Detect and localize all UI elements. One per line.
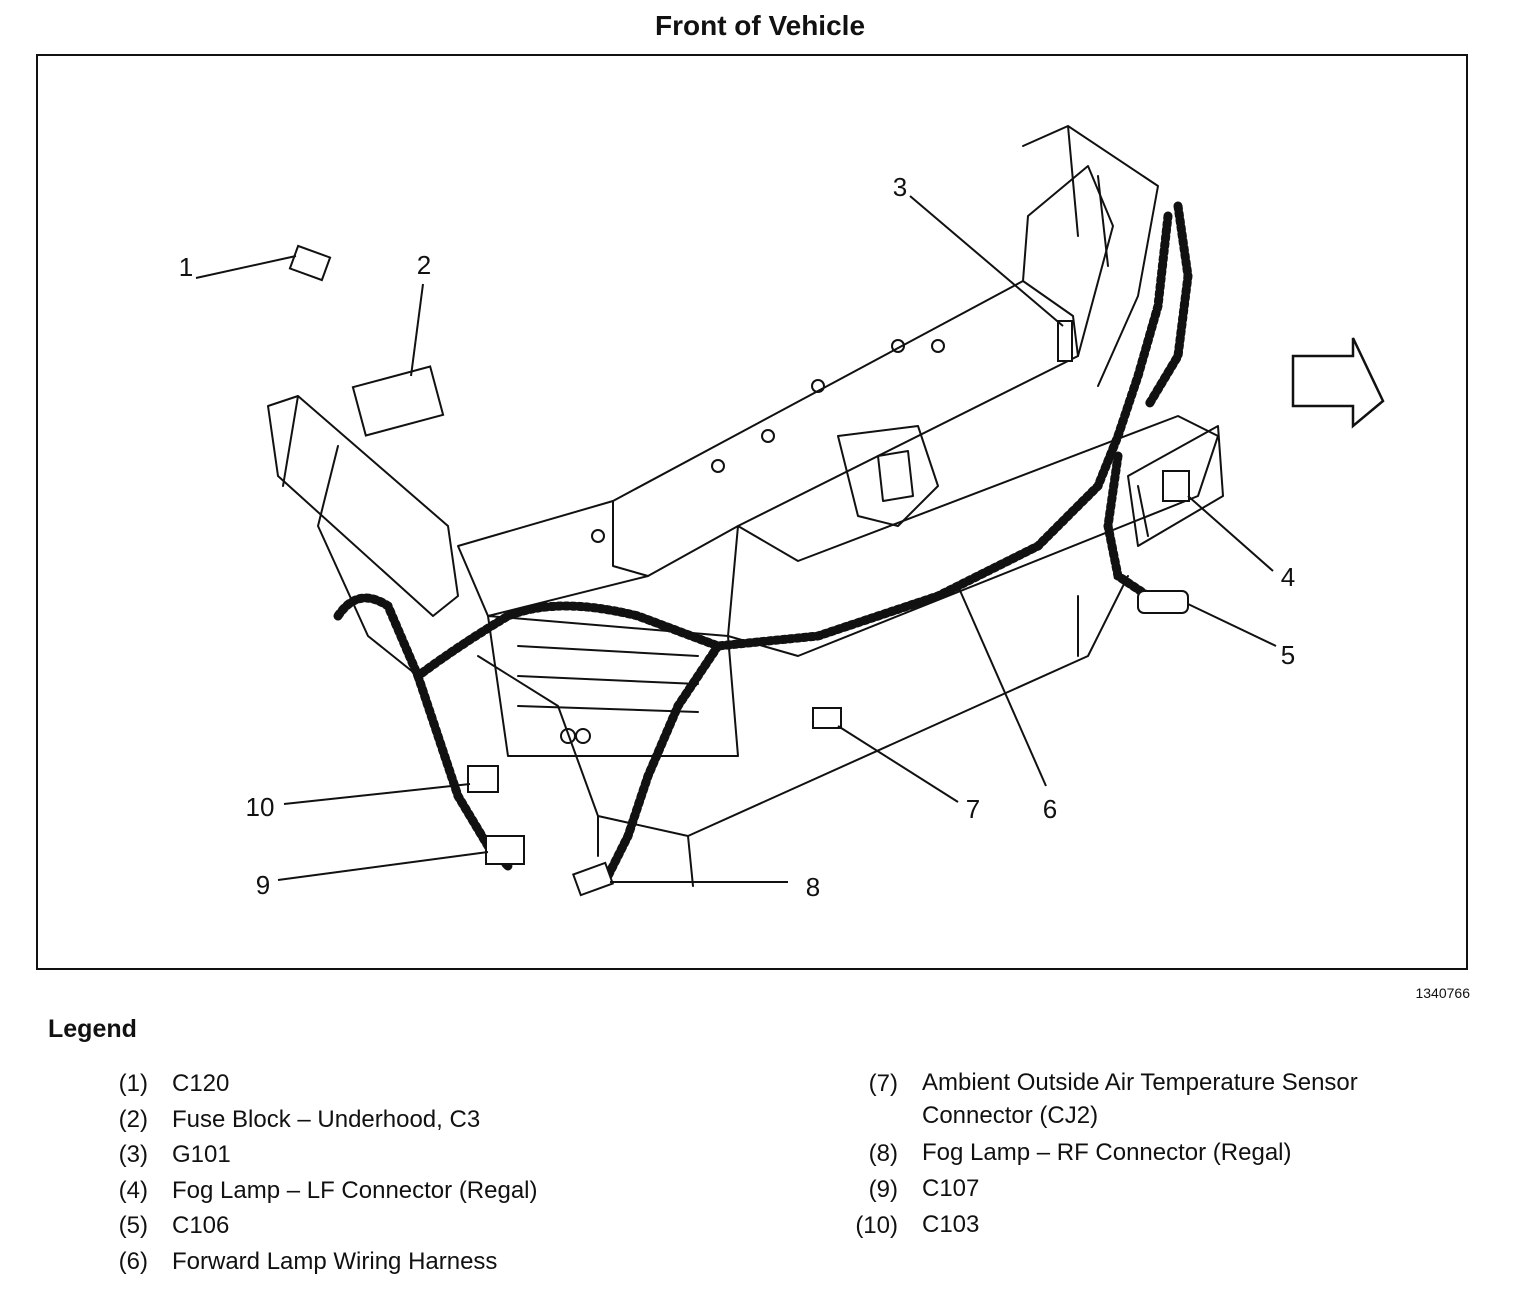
fuse-block-c3 — [351, 365, 445, 437]
direction-arrow — [1291, 337, 1385, 429]
right-bracket — [1127, 425, 1224, 547]
legend-number: (1) — [118, 1070, 148, 1097]
callout-4: 4 — [1281, 562, 1295, 592]
callout-8: 8 — [806, 872, 820, 902]
right-upright — [1022, 125, 1159, 387]
legend-text: C106 — [172, 1212, 230, 1239]
legend-text: Fuse Block – Underhood, C3 — [172, 1105, 481, 1133]
legend-number: (8) — [868, 1140, 898, 1167]
callout-3: 3 — [893, 172, 907, 202]
legend-item: (7) Ambient Outside Air Temperature Senso… — [840, 1066, 1480, 1132]
callout-2: 2 — [417, 250, 431, 280]
legend-item: (10) C103 — [840, 1208, 1480, 1244]
legend-text: Fog Lamp – LF Connector (Regal) — [172, 1176, 538, 1204]
lower-structure — [477, 575, 1129, 887]
legend-item: (6) Forward Lamp Wiring Harness — [100, 1244, 740, 1280]
harness-main — [333, 211, 1173, 684]
legend-text: C120 — [172, 1070, 230, 1097]
callout-10: 10 — [246, 792, 275, 822]
connector-c103 — [467, 765, 499, 793]
legend-text: Fog Lamp – RF Connector (Regal) — [922, 1139, 1292, 1166]
lower-tie-bar — [727, 415, 1219, 657]
legend-item: (9) C107 — [840, 1172, 1480, 1208]
connector-c106 — [1137, 590, 1189, 614]
legend-number: (2) — [118, 1105, 148, 1133]
left-frame-rail — [267, 395, 459, 677]
legend-item: (5) C106 — [100, 1208, 740, 1244]
hood-latch — [837, 425, 939, 527]
legend-item: (2) Fuse Block – Underhood, C3 — [100, 1102, 740, 1138]
diagram-frame: 1 2 3 4 5 6 7 8 9 10 — [36, 54, 1468, 970]
legend-item: (8) Fog Lamp – RF Connector (Regal) — [840, 1136, 1480, 1172]
legend-number: (6) — [118, 1247, 148, 1275]
legend-text: Forward Lamp Wiring Harness — [172, 1247, 498, 1275]
callout-9: 9 — [256, 870, 270, 900]
legend-number: (7) — [868, 1070, 898, 1097]
harness-upper-rh — [1143, 201, 1193, 411]
connector-g101 — [1057, 320, 1073, 362]
legend-text: C103 — [922, 1211, 980, 1238]
harness-branch-fog-lf — [1103, 451, 1153, 601]
legend-text: G101 — [172, 1141, 231, 1168]
harness-branch-right — [603, 641, 723, 881]
legend-column-left: (1) C120 (2) Fuse Block – Underhood, C3 (3… — [100, 1066, 740, 1279]
support-upper-face — [457, 280, 1079, 617]
legend-number: (5) — [118, 1212, 148, 1239]
callout-6: 6 — [1043, 794, 1057, 824]
connector-c120 — [288, 244, 332, 282]
radiator-core — [487, 615, 739, 757]
legend-item: (4) Fog Lamp – LF Connector (Regal) — [100, 1173, 740, 1209]
legend-text: Ambient Outside Air Temperature Sensor C… — [922, 1069, 1358, 1129]
diagram-title: Front of Vehicle — [654, 10, 866, 41]
legend-heading: Legend — [48, 1015, 137, 1043]
wiring-illustration: 1 2 3 4 5 6 7 8 9 10 — [179, 125, 1385, 902]
callout-7: 7 — [966, 794, 980, 824]
support-front-face — [612, 165, 1114, 577]
legend-number: (3) — [118, 1141, 148, 1168]
connector-fog-lf — [1162, 470, 1190, 502]
legend-number: (4) — [118, 1176, 148, 1204]
figure-number: 1340766 — [1415, 985, 1470, 1001]
connector-c107 — [485, 835, 525, 865]
connector-cj2 — [812, 707, 842, 729]
legend-number: (9) — [868, 1176, 898, 1203]
connector-fog-rf — [571, 861, 615, 897]
callout-5: 5 — [1281, 640, 1295, 670]
legend-item: (1) C120 — [100, 1066, 740, 1102]
callout-1: 1 — [179, 252, 193, 282]
legend-number: (10) — [855, 1212, 898, 1239]
legend-text: C107 — [922, 1175, 980, 1202]
legend-column-right: (7) Ambient Outside Air Temperature Senso… — [840, 1066, 1480, 1244]
legend-item: (3) G101 — [100, 1137, 740, 1173]
